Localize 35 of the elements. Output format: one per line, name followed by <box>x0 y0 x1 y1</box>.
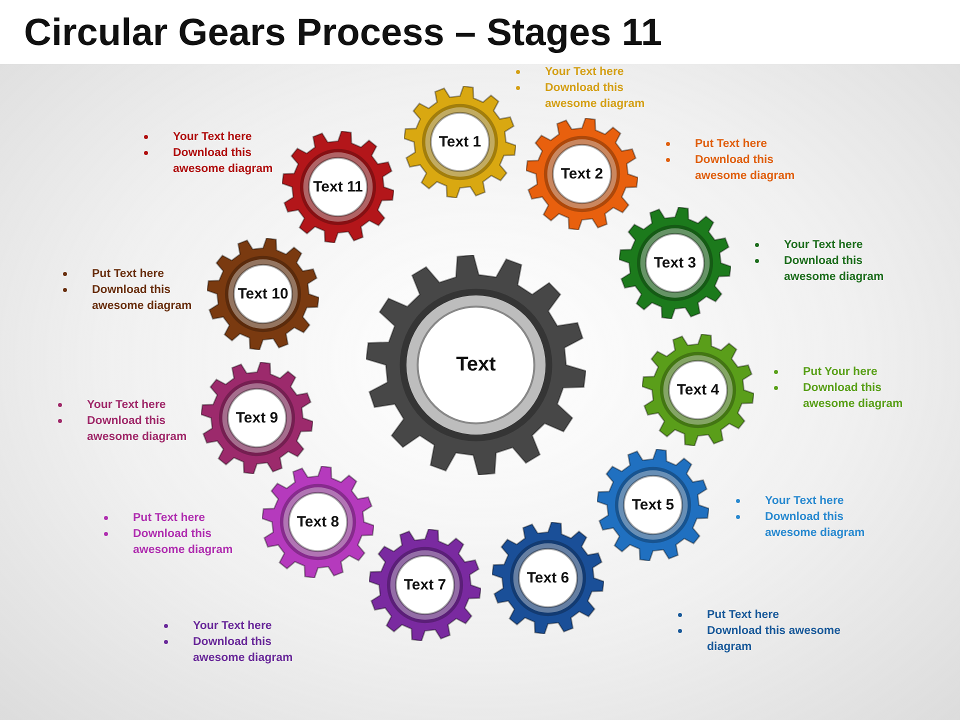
bullet-text: Download this awesome diagram <box>173 147 273 175</box>
bullet-text: Your Text here <box>193 620 272 632</box>
bullet-text: Download this awesome diagram <box>695 154 795 182</box>
gear-label: Text 9 <box>236 410 278 426</box>
bullet-text: Your Text here <box>87 399 166 411</box>
gear-label: Text 4 <box>676 382 720 398</box>
bullet-text: Put Text here <box>133 512 205 524</box>
bullet-text: Download this awesome diagram <box>193 636 293 664</box>
bullet-text: Download this awesome diagram <box>545 82 645 110</box>
bullet-text: Download this awesome diagram <box>92 284 192 312</box>
gear-label: Text 8 <box>296 514 340 530</box>
gear-label: Text 5 <box>632 496 674 514</box>
gear-label: Text 11 <box>313 178 363 196</box>
gear-label: Text 6 <box>526 570 570 586</box>
gear-label: Text 10 <box>238 286 288 302</box>
gear-label: Text 2 <box>560 166 604 182</box>
bullet-text: Download this awesome diagram <box>803 382 903 410</box>
bullet-text: Download this awesome diagram <box>765 511 865 539</box>
bullet-text: Your Text here <box>784 239 863 251</box>
bullet-text: Put Text here <box>695 138 767 150</box>
title: Circular Gears Process – Stages 11 <box>24 12 662 55</box>
gear-label: Text <box>456 354 496 376</box>
bullet-text: Your Text here <box>173 131 252 143</box>
bullet-text: Put Your here <box>803 366 878 378</box>
gear-label: Text 7 <box>404 576 446 594</box>
gear-label: Text 3 <box>654 254 696 272</box>
bullet-text: Download this awesome diagram <box>133 528 233 556</box>
bullet-text: Your Text here <box>545 66 624 78</box>
bullet-text: Put Text here <box>707 609 779 621</box>
bullet-text: Download this awesome diagram <box>784 255 884 283</box>
gear-label: Text 1 <box>438 134 482 150</box>
bullet-text: Your Text here <box>765 495 844 507</box>
bullet-text: Download this awesome diagram <box>87 415 187 443</box>
bullet-text: Download this awesome diagram <box>707 625 841 653</box>
bullet-text: Put Text here <box>92 268 164 280</box>
